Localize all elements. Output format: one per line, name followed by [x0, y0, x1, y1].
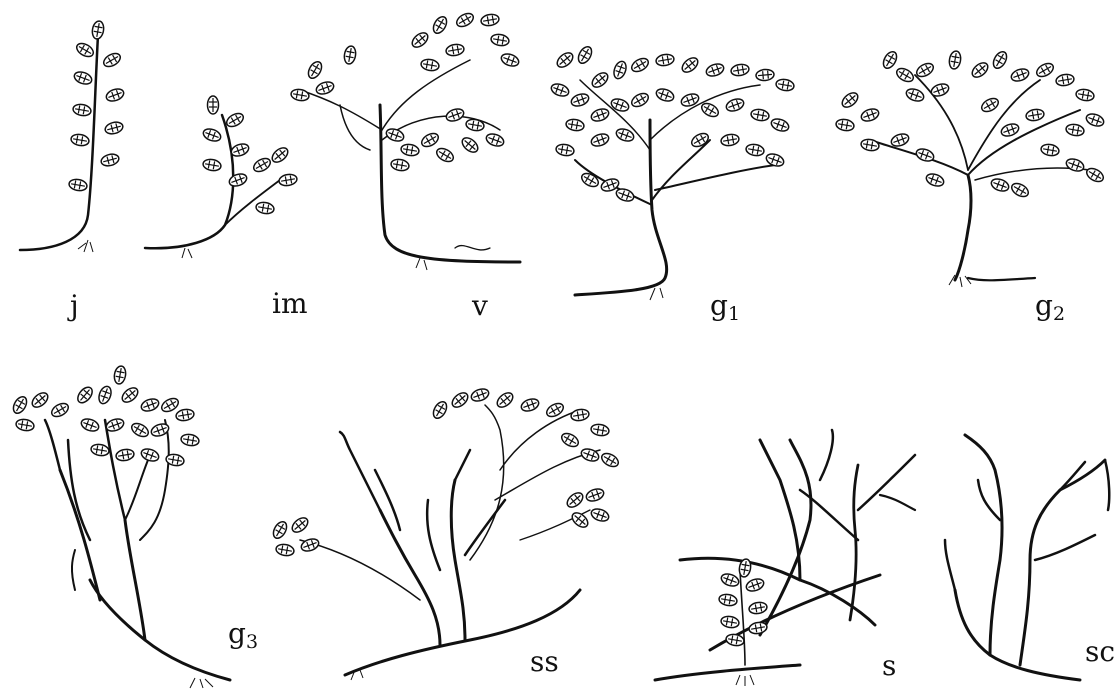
stage-label-s: s	[882, 652, 896, 684]
stage-label-v: v	[472, 292, 488, 324]
plant-im	[145, 96, 298, 258]
leaf-cluster-ss	[271, 387, 621, 557]
leaf-cluster-g3	[11, 365, 200, 467]
plant-g2	[835, 49, 1105, 287]
plant-s	[655, 430, 915, 686]
stage-label-im: im	[272, 290, 308, 322]
plant-g3	[11, 365, 230, 688]
plant-v	[290, 11, 520, 270]
stage-label-g1: g1	[710, 292, 740, 324]
stage-label-g2: g2	[1035, 292, 1065, 324]
stage-label-j: j	[70, 292, 79, 324]
leaf-cluster-s	[718, 558, 768, 647]
plant-j	[20, 20, 125, 252]
stage-label-g3: g3	[228, 620, 258, 652]
plant-g1	[550, 44, 795, 300]
stage-label-sc: sc	[1085, 638, 1115, 670]
leaf-cluster-g1	[550, 44, 795, 203]
leaf-cluster-g2	[835, 49, 1105, 199]
plant-ss	[271, 387, 621, 680]
stage-label-ss: ss	[530, 648, 559, 680]
